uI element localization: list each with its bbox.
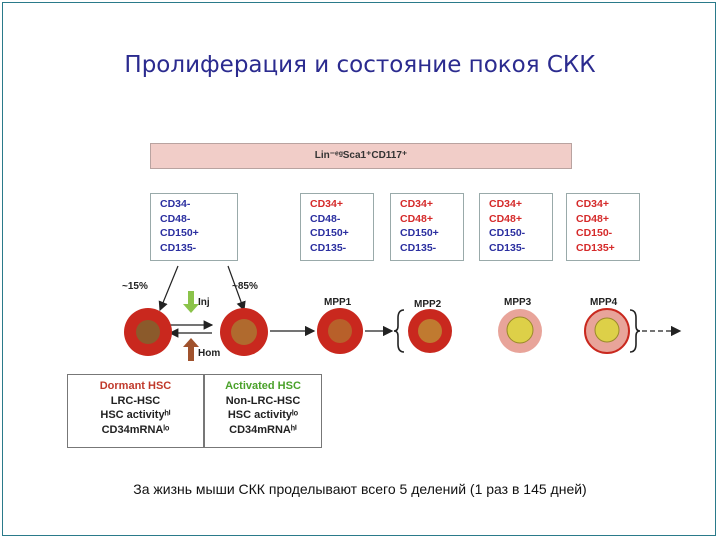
mpp2-label: MPP2 [414, 299, 442, 310]
marker-box-mpp3: CD34+ CD48+ CD150- CD135- [479, 193, 553, 261]
marker-line: CD135+ [576, 241, 615, 254]
dormant-hsc-line: CD34mRNAˡᵒ [101, 423, 170, 436]
mpp4-label: MPP4 [590, 297, 618, 308]
mpp3-label: MPP3 [504, 297, 532, 308]
marker-box-mpp2: CD34+ CD48+ CD150+ CD135- [390, 193, 464, 261]
activated-hsc-line: CD34mRNAʰⁱ [229, 423, 297, 436]
marker-line: CD150- [489, 227, 526, 239]
arrow-to-dormant [158, 265, 179, 312]
mpp-group-bracket [393, 309, 405, 353]
marker-line: CD135- [160, 241, 197, 254]
hom-arrow-shaft [188, 347, 194, 361]
activated-hsc-box: Activated HSC Non-LRC-HSC HSC activityˡᵒ… [204, 374, 322, 448]
inj-label: Inj [198, 297, 210, 308]
marker-line: CD48+ [489, 212, 522, 225]
mpp4-cell-nucleus [594, 317, 620, 343]
marker-line: CD150+ [310, 227, 349, 239]
dormant-hsc-line: LRC-HSC [110, 394, 161, 407]
arrow-to-activated [227, 265, 246, 312]
mpp2-cell-nucleus [418, 319, 442, 343]
marker-line: CD150+ [160, 227, 199, 239]
hom-arrow-head [183, 338, 199, 347]
activated-cell-nucleus [231, 319, 257, 345]
inj-arrow-head [183, 304, 199, 313]
dormant-cell-nucleus [136, 320, 160, 344]
marker-line: CD150+ [400, 227, 439, 239]
marker-line: CD48+ [400, 212, 433, 225]
activated-hsc-title: Activated HSC [225, 380, 301, 392]
mpp3-cell-nucleus [506, 316, 534, 344]
marker-line: CD34+ [489, 198, 522, 210]
marker-box-mpp4: CD34+ CD48+ CD150- CD135+ [566, 193, 640, 261]
percent-dormant: ~15% [122, 281, 148, 292]
hom-label: Hom [198, 348, 221, 359]
dormant-hsc-title: Dormant HSC [99, 380, 172, 392]
footer-caption: За жизнь мыши СКК проделывают всего 5 де… [133, 481, 587, 497]
marker-line: CD135- [489, 241, 526, 254]
marker-line: CD34- [160, 198, 191, 210]
activated-hsc-line: Non-LRC-HSC [225, 394, 301, 407]
marker-line: CD34+ [310, 198, 343, 210]
slide-title: Пролиферация и состояние покоя СКК [124, 52, 596, 78]
percent-activated: ~85% [232, 281, 258, 292]
marker-line: CD48- [160, 212, 191, 225]
marker-line: CD48+ [576, 212, 609, 225]
mpp1-label: MPP1 [324, 297, 352, 308]
marker-line: CD150- [576, 227, 613, 239]
lineage-marker-bar: Lin⁻ᵉᵍSca1⁺CD117⁺ [150, 143, 572, 169]
marker-line: CD135- [310, 241, 347, 254]
marker-box-mpp1: CD34+ CD48- CD150+ CD135- [300, 193, 374, 261]
inj-arrow-shaft [188, 291, 194, 305]
marker-line: CD34+ [576, 198, 609, 210]
marker-line: CD34+ [400, 198, 433, 210]
mpp-group-bracket-right [629, 309, 641, 353]
dormant-hsc-line: HSC activityʰⁱ [100, 409, 171, 421]
dormant-hsc-box: Dormant HSC LRC-HSC HSC activityʰⁱ CD34m… [67, 374, 204, 448]
marker-line: CD135- [400, 241, 437, 254]
marker-box-hsc: CD34- CD48- CD150+ CD135- [150, 193, 238, 261]
activated-hsc-line: HSC activityˡᵒ [227, 409, 299, 421]
mpp1-cell-nucleus [328, 319, 352, 343]
marker-line: CD48- [310, 212, 341, 225]
